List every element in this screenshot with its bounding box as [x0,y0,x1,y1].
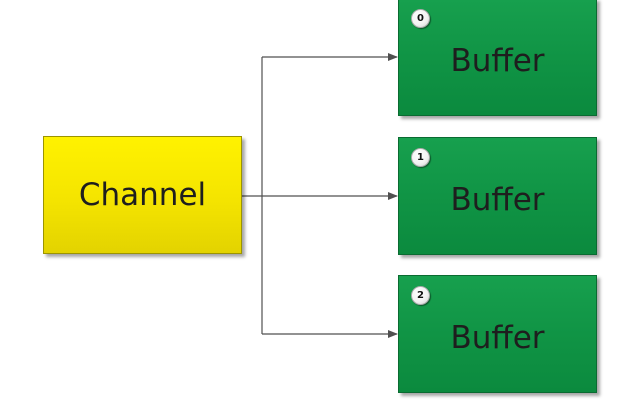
buffer-label-1: Buffer [450,182,545,218]
buffer-index-badge-0: 0 [411,9,430,28]
buffer-index-badge-1: 1 [411,148,430,167]
buffer-label-2: Buffer [450,320,545,356]
channel-label: Channel [78,177,207,213]
buffer-box-0: 0 Buffer [398,0,597,116]
channel-box: Channel [43,136,242,254]
buffer-index-badge-2: 2 [411,286,430,305]
buffer-box-1: 1 Buffer [398,137,597,255]
buffer-box-2: 2 Buffer [398,275,597,393]
buffer-label-0: Buffer [450,43,545,79]
